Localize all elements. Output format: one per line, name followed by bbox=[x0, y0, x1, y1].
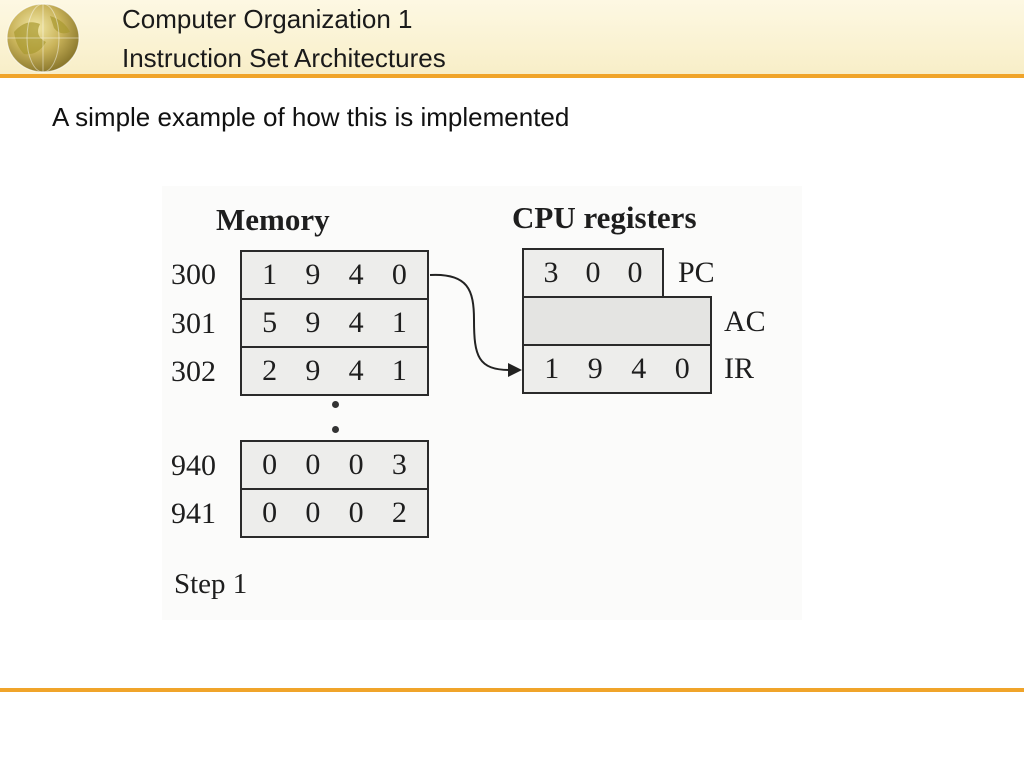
slide-title-line-1: Computer Organization 1 bbox=[122, 4, 413, 34]
ir-digit-4: 0 bbox=[674, 352, 690, 385]
register-ir-label: IR bbox=[724, 352, 754, 385]
memory-302-digit-2: 9 bbox=[305, 354, 321, 387]
memory-address-302: 302 bbox=[171, 355, 216, 388]
memory-cell-302: 2 9 4 1 bbox=[240, 346, 429, 396]
ir-digit-3: 4 bbox=[631, 352, 647, 385]
memory-940-digit-4: 3 bbox=[391, 448, 407, 481]
ir-digit-2: 9 bbox=[587, 352, 603, 385]
pc-digit-3: 0 bbox=[627, 256, 643, 289]
memory-cell-941: 0 0 0 2 bbox=[240, 488, 429, 538]
header-band bbox=[0, 0, 1024, 76]
memory-941-digit-1: 0 bbox=[262, 496, 278, 529]
memory-address-941: 941 bbox=[171, 497, 216, 530]
memory-302-digit-1: 2 bbox=[262, 354, 278, 387]
register-pc: 3 0 0 bbox=[522, 248, 664, 298]
register-ac-label: AC bbox=[724, 305, 766, 338]
memory-302-digit-4: 1 bbox=[391, 354, 407, 387]
memory-302-digit-3: 4 bbox=[348, 354, 364, 387]
memory-300-digit-3: 4 bbox=[348, 258, 364, 291]
memory-300-digit-4: 0 bbox=[391, 258, 407, 291]
header-divider bbox=[0, 74, 1024, 78]
footer-divider bbox=[0, 688, 1024, 692]
memory-301-digit-1: 5 bbox=[262, 306, 278, 339]
memory-941-digit-4: 2 bbox=[391, 496, 407, 529]
memory-address-940: 940 bbox=[171, 449, 216, 482]
pc-digit-2: 0 bbox=[585, 256, 601, 289]
memory-941-digit-3: 0 bbox=[348, 496, 364, 529]
ellipsis-dot bbox=[332, 426, 339, 433]
register-ir: 1 9 4 0 bbox=[522, 344, 712, 394]
step-label: Step 1 bbox=[174, 568, 248, 600]
memory-300-digit-2: 9 bbox=[305, 258, 321, 291]
memory-address-300: 300 bbox=[171, 258, 216, 291]
memory-940-digit-1: 0 bbox=[262, 448, 278, 481]
memory-300-digit-1: 1 bbox=[262, 258, 278, 291]
ellipsis-dot bbox=[332, 401, 339, 408]
memory-header: Memory bbox=[216, 202, 330, 237]
memory-address-301: 301 bbox=[171, 307, 216, 340]
memory-940-digit-2: 0 bbox=[305, 448, 321, 481]
memory-940-digit-3: 0 bbox=[348, 448, 364, 481]
cpu-registers-header: CPU registers bbox=[512, 200, 697, 235]
globe-logo-icon bbox=[6, 3, 80, 73]
register-pc-label: PC bbox=[678, 256, 715, 289]
slide-subtitle: A simple example of how this is implemen… bbox=[52, 102, 570, 132]
memory-301-digit-3: 4 bbox=[348, 306, 364, 339]
memory-941-digit-2: 0 bbox=[305, 496, 321, 529]
slide-title-line-2: Instruction Set Architectures bbox=[122, 43, 446, 73]
memory-301-digit-2: 9 bbox=[305, 306, 321, 339]
ir-digit-1: 1 bbox=[544, 352, 560, 385]
pc-digit-1: 3 bbox=[543, 256, 559, 289]
memory-301-digit-4: 1 bbox=[391, 306, 407, 339]
